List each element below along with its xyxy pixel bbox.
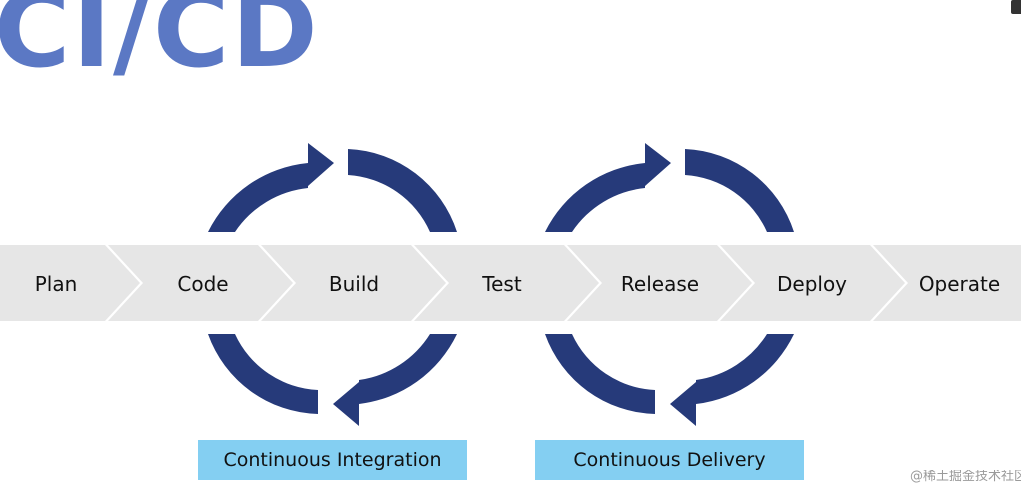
ci-arrow-top-left <box>208 143 334 232</box>
ci-arrow-top-right <box>348 149 457 232</box>
cd-arrow-top-left <box>545 143 671 232</box>
chevron-build <box>261 245 446 321</box>
watermark: @稀土掘金技术社区 <box>910 470 1021 483</box>
stage-deploy: Deploy <box>776 272 848 296</box>
cd-arrow-top-right <box>685 149 794 232</box>
ci-arrow-bottom-right <box>333 334 457 426</box>
stage-code: Code <box>177 272 229 296</box>
stage-plan: Plan <box>34 272 78 296</box>
page-title: CI/CD <box>0 0 320 91</box>
chevron-plan <box>0 245 140 321</box>
stage-operate: Operate <box>918 272 1001 296</box>
chevron-operate <box>873 245 1021 321</box>
ci-arrow-bottom-left <box>208 334 318 414</box>
cd-arrow-bottom-left <box>545 334 655 414</box>
chevron-deploy <box>720 245 905 321</box>
chevron-release <box>567 245 752 321</box>
cd-loop-arrows <box>545 143 794 426</box>
stage-test: Test <box>482 272 522 296</box>
chevron-test <box>414 245 599 321</box>
window-edge-marker <box>1011 0 1021 14</box>
stage-release: Release <box>620 272 700 296</box>
pipeline-chevrons <box>0 245 1021 321</box>
label-continuous-delivery: Continuous Delivery <box>535 440 804 480</box>
stage-build: Build <box>328 272 380 296</box>
label-continuous-integration: Continuous Integration <box>198 440 467 480</box>
chevron-code <box>108 245 293 321</box>
cd-arrow-bottom-right <box>670 334 794 426</box>
ci-loop-arrows <box>208 143 457 426</box>
